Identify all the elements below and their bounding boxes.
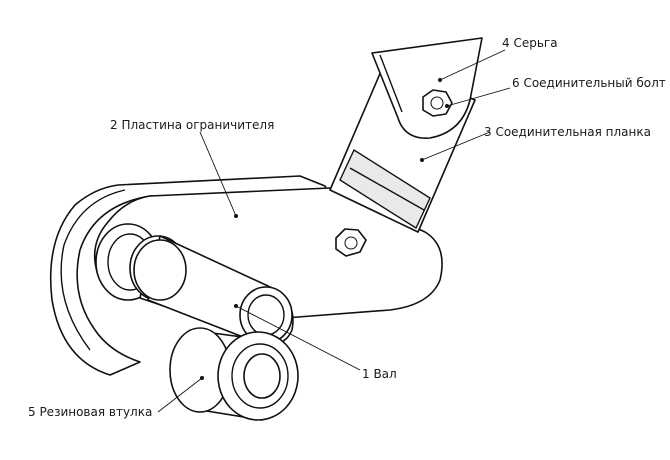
label-item-1: 1 Вал [362, 367, 397, 381]
rubber-bushing [169, 327, 299, 421]
plate-bolt [335, 228, 367, 257]
rear-plate [49, 175, 331, 376]
label-item-2: 2 Пластина ограничителя [110, 118, 275, 132]
leader-lines [157, 49, 511, 413]
label-item-3: 3 Соединительная планка [484, 125, 651, 139]
shackle [371, 37, 483, 139]
connecting-bolt [422, 89, 453, 117]
label-item-4: 4 Серьга [502, 36, 558, 50]
label-item-5: 5 Резиновая втулка [28, 405, 153, 419]
label-item-6: 6 Соединительный болт [512, 76, 666, 90]
